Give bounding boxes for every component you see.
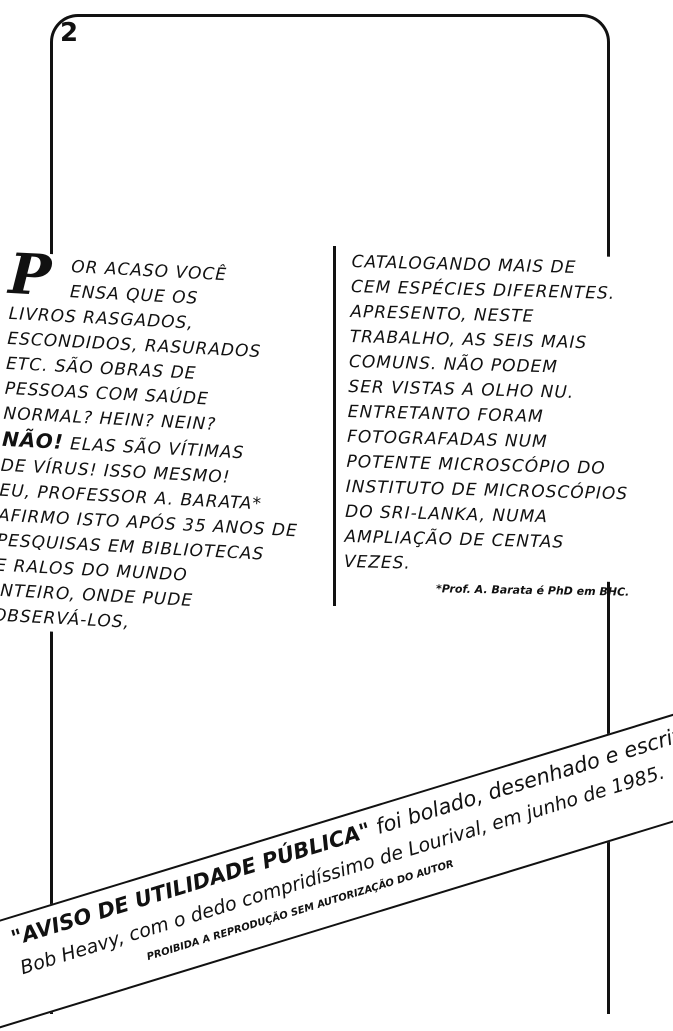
- column-divider: [333, 246, 336, 606]
- left-text-column: P OR ACASO VOCÊ ENSA QUE OS LIVROS RASGA…: [0, 241, 330, 646]
- drop-cap: P: [7, 240, 54, 310]
- page-number: 2: [60, 18, 79, 48]
- nao-exclamation: NÃO!: [1, 426, 65, 454]
- right-text-column: CATALOGANDO MAIS DE CEM ESPÉCIES DIFEREN…: [343, 250, 652, 583]
